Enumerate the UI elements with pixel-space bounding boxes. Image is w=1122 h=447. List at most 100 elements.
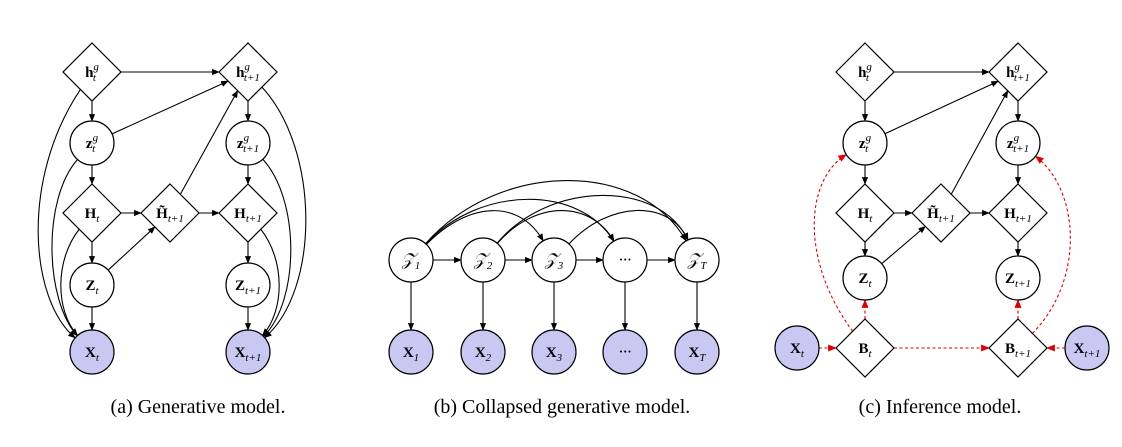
edge-c-zg-t-to-c-hg-t1 <box>884 80 999 135</box>
node-shape <box>1064 325 1110 371</box>
node-shape <box>602 237 648 283</box>
node-b-Z1: 𝒵1 <box>388 237 434 283</box>
edge-b-Z2-to-b-ZT <box>496 194 689 244</box>
node-shape <box>602 329 648 375</box>
node-b-Xdots: ··· <box>602 329 648 375</box>
node-shape <box>388 237 434 283</box>
node-label: 𝒵1 <box>401 250 420 272</box>
node-shape <box>842 120 888 166</box>
node-shape <box>460 329 506 375</box>
node-a-X-t: Xt <box>69 329 115 375</box>
caption-inference-model: (c) Inference model. <box>859 396 1022 418</box>
edge-c-B-t-to-c-zg-t <box>813 154 854 332</box>
node-b-XT: XT <box>674 329 720 375</box>
node-label: Ht+1 <box>234 206 262 225</box>
node-label: Ht+1 <box>1004 206 1032 225</box>
node-shape <box>225 262 271 308</box>
edge-a-hg-t-to-a-X-t <box>37 89 81 339</box>
node-shape <box>774 325 820 371</box>
node-shape <box>988 183 1048 243</box>
node-b-X2: X2 <box>460 329 506 375</box>
node-label: ··· <box>619 342 632 361</box>
node-c-H-t: Ht <box>835 183 895 243</box>
node-label: Zt+1 <box>1005 271 1031 290</box>
edge-a-zg-t1-to-a-X-t1 <box>262 158 292 337</box>
node-c-X-t1: Xt+1 <box>1064 325 1110 371</box>
node-b-Zdots: ··· <box>602 237 648 283</box>
node-shape <box>62 42 122 102</box>
node-shape <box>69 262 115 308</box>
node-b-ZT: 𝒵T <box>674 237 720 283</box>
node-a-Z-t: Zt <box>69 262 115 308</box>
node-shape <box>225 120 271 166</box>
node-label: X2 <box>475 345 492 364</box>
node-label: XT <box>689 345 707 364</box>
node-shape <box>531 329 577 375</box>
node-shape <box>674 329 720 375</box>
node-shape <box>995 120 1041 166</box>
node-label: ··· <box>619 250 632 269</box>
node-a-Htilde: H̃t+1 <box>140 183 200 243</box>
node-b-Z2: 𝒵2 <box>460 237 506 283</box>
edge-a-Htilde-to-a-hg-t1 <box>179 89 239 195</box>
edges-layer <box>37 68 1071 352</box>
node-label: Bt+1 <box>1005 341 1031 360</box>
node-shape <box>995 255 1041 301</box>
node-label: Zt <box>85 278 99 297</box>
node-label: Ht <box>858 206 874 225</box>
node-label: Bt <box>858 341 872 360</box>
node-shape <box>140 183 200 243</box>
node-label: Zt <box>858 271 872 290</box>
node-label: H̃t+1 <box>156 205 184 225</box>
node-a-H-t: Ht <box>62 183 122 243</box>
node-b-Z3: 𝒵3 <box>531 237 577 283</box>
node-label: Ht <box>85 206 101 225</box>
node-shape <box>531 237 577 283</box>
node-shape <box>218 183 278 243</box>
node-label: Zt+1 <box>235 278 261 297</box>
node-shape <box>988 42 1048 102</box>
node-label: Xt <box>790 341 805 360</box>
node-shape <box>988 318 1048 378</box>
node-shape <box>835 42 895 102</box>
node-label: X1 <box>403 345 419 364</box>
node-shape <box>674 237 720 283</box>
edge-a-hg-t1-to-a-X-t1 <box>261 86 307 339</box>
node-a-X-t1: Xt+1 <box>225 329 271 375</box>
node-a-Z-t1: Zt+1 <box>225 262 271 308</box>
node-c-X-t: Xt <box>774 325 820 371</box>
node-shape <box>388 329 434 375</box>
edge-a-Z-t-to-a-Htilde <box>107 226 156 271</box>
node-label: 𝒵3 <box>544 250 564 272</box>
node-c-Z-t1: Zt+1 <box>995 255 1041 301</box>
node-c-B-t1: Bt+1 <box>988 318 1048 378</box>
node-shape <box>69 120 115 166</box>
node-b-X1: X1 <box>388 329 434 375</box>
node-c-Htilde: H̃t+1 <box>911 183 971 243</box>
node-c-B-t: Bt <box>835 318 895 378</box>
edge-c-Z-t-to-c-Htilde <box>881 225 926 265</box>
edge-a-H-t-to-a-X-t <box>60 228 80 337</box>
edge-b-Z2-to-b-Zdots <box>496 210 615 244</box>
node-shape <box>835 318 895 378</box>
node-shape <box>218 42 278 102</box>
edge-c-B-t1-to-c-zg-t1 <box>1031 155 1071 334</box>
node-c-Z-t: Zt <box>842 255 888 301</box>
node-a-H-t1: Ht+1 <box>218 183 278 243</box>
edge-a-zg-t-to-a-X-t <box>51 159 78 337</box>
